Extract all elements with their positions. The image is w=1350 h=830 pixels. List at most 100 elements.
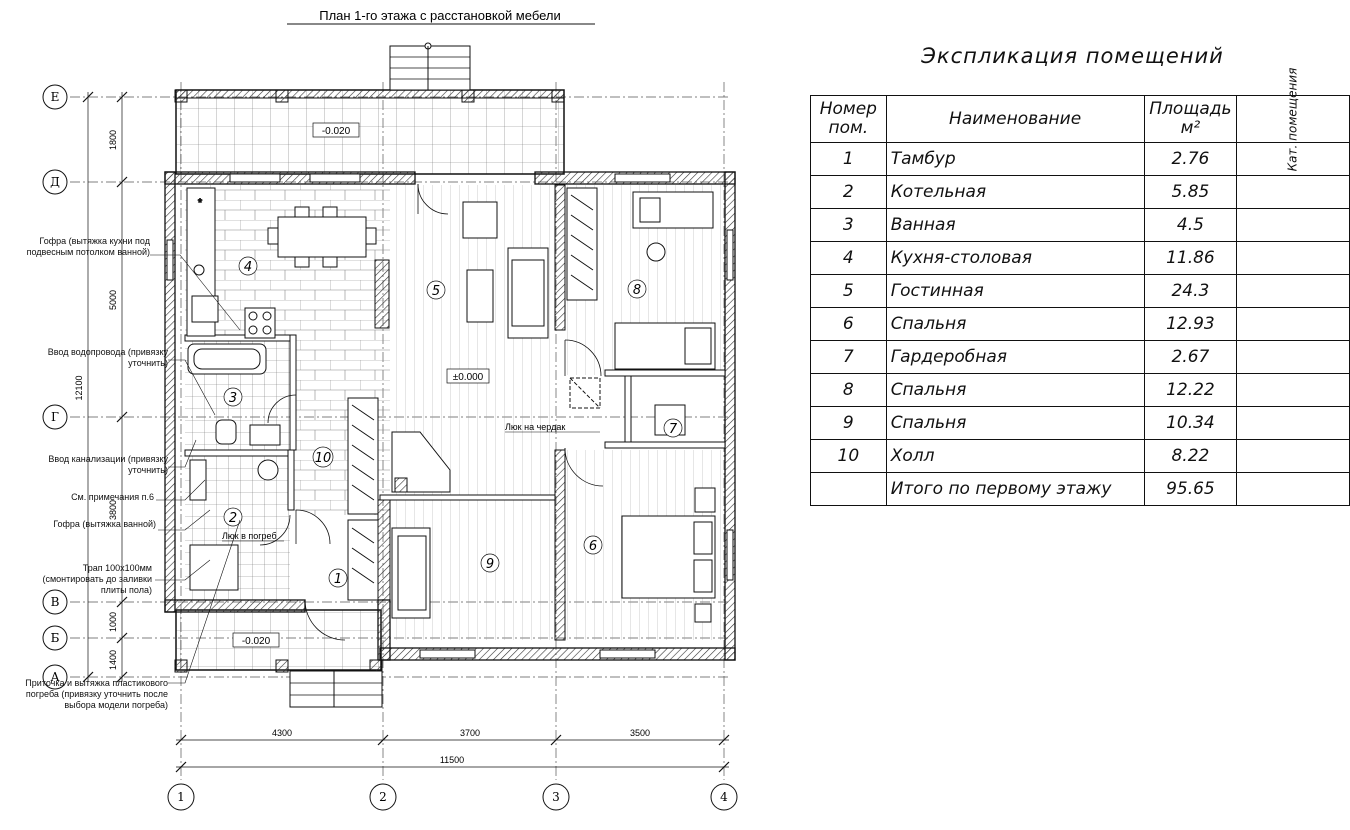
header-area: Площадь м² [1143,95,1238,143]
row-area: 24.3 [1143,274,1238,308]
row-category [1236,274,1350,308]
level-porch: -0.020 [242,636,271,647]
axis-col-1: 1 [177,790,185,804]
row-category [1236,340,1350,374]
row-area: 4.5 [1143,208,1238,242]
boiler-equipment [189,459,279,591]
note-see-remarks: См. примечания п.6 [71,492,154,502]
level-floor: ±0.000 [453,372,484,383]
row-name: Гардеробная [885,340,1145,374]
row-name: Кухня-столовая [885,241,1145,275]
table-row: 10 Холл 8.22 [810,439,1350,473]
row-category [1236,307,1350,341]
row-category [1236,241,1350,275]
row-area: 12.22 [1143,373,1238,407]
kitchen-furniture: * [186,187,390,339]
table-row: 8 Спальня 12.22 [810,373,1350,407]
porch-steps [289,670,383,708]
dim-v-3800: 3800 [108,500,118,520]
table-row: 6 Спальня 12.93 [810,307,1350,341]
floor-plan: План 1-го этажа с расстановкой мебели -0… [25,8,738,811]
row-category [1236,175,1350,209]
terrace [175,89,565,175]
row-area: 2.67 [1143,340,1238,374]
row-area: 10.34 [1143,406,1238,440]
row-num: 7 [810,340,887,374]
row-category [1236,406,1350,440]
svg-text:*: * [198,197,203,209]
row-category [1236,208,1350,242]
row-name: Ванная [885,208,1145,242]
row-num: 5 [810,274,887,308]
row-category [1236,373,1350,407]
axis-row-B: Б [51,631,60,645]
note-cellar-ventilation: Приточка и вытяжка пластикового погреба … [25,678,168,710]
doors [259,183,604,641]
dim-h-4300: 4300 [272,728,292,738]
dim-v-1000: 1000 [108,612,118,632]
row-category [1236,472,1350,506]
plan-title: План 1-го этажа с расстановкой мебели [319,8,561,23]
header-category: Кат. помещения [1236,67,1350,171]
room-number-5: 5 [432,284,440,299]
row-num: 8 [810,373,887,407]
row-num: 1 [810,142,887,176]
dim-h-total: 11500 [440,755,464,765]
row-name: Холл [885,439,1145,473]
axis-row-E: Е [51,90,60,104]
table-header-row: Номер пом. Наименование Площадь м² Кат. … [810,67,1350,171]
bedroom9-furniture [391,527,431,619]
axis-col-4: 4 [720,790,728,804]
dim-h-3500: 3500 [630,728,650,738]
explication-title: Экспликация помещений [921,44,1224,68]
bath-furniture [187,343,281,446]
room-number-10: 10 [315,451,332,466]
header-num: Номер пом. [810,95,887,143]
room-number-2: 2 [229,511,237,526]
row-num: 9 [810,406,887,440]
table-row: 4 Кухня-столовая 11.86 [810,241,1350,275]
row-name: Спальня [885,406,1145,440]
row-name: Спальня [885,373,1145,407]
row-num: 6 [810,307,887,341]
room-number-7: 7 [669,422,678,437]
axis-row-A: А [50,670,59,684]
room-number-3: 3 [229,391,237,406]
row-name: Тамбур [885,142,1145,176]
table-row: 2 Котельная 5.85 [810,175,1350,209]
row-area: 8.22 [1143,439,1238,473]
note-water-inlet: Ввод водопровода (привязку уточнить) [47,347,168,368]
room-kitchen-floor [185,185,390,335]
row-num: 10 [810,439,887,473]
axis-row-V: В [51,595,60,609]
dim-v-12100: 12100 [74,375,84,400]
bedroom8-furniture [566,187,716,370]
axis-row-D: Д [50,175,60,189]
cellar-hatch-label: Люк в погреб [222,531,277,541]
dim-v-1800: 1800 [108,130,118,150]
row-name: Котельная [885,175,1145,209]
note-kitchen-duct: Гофра (вытяжка кухни под подвесным потол… [26,236,150,257]
table-total-row: Итого по первому этажу 95.65 [810,472,1350,506]
room-number-8: 8 [633,283,641,298]
row-num: 3 [810,208,887,242]
total-area: 95.65 [1143,472,1238,506]
attic-hatch-label: Люк на чердак [505,422,565,432]
table-row: 1 Тамбур 2.76 [810,142,1350,176]
axis-col-2: 2 [379,790,387,804]
row-category [1236,439,1350,473]
explication-table: Номер пом. Наименование Площадь м² Кат. … [810,67,1350,506]
row-num: 2 [810,175,887,209]
table-row: 3 Ванная 4.5 [810,208,1350,242]
row-num: 4 [810,241,887,275]
level-terrace: -0.020 [322,126,351,137]
row-num [810,472,887,506]
header-name: Наименование [885,95,1145,143]
axis-col-3: 3 [552,790,560,804]
room-number-6: 6 [589,539,597,554]
table-row: 7 Гардеробная 2.67 [810,340,1350,374]
room-number-4: 4 [244,260,252,275]
room-number-1: 1 [334,572,342,587]
row-area: 5.85 [1143,175,1238,209]
row-area: 11.86 [1143,241,1238,275]
